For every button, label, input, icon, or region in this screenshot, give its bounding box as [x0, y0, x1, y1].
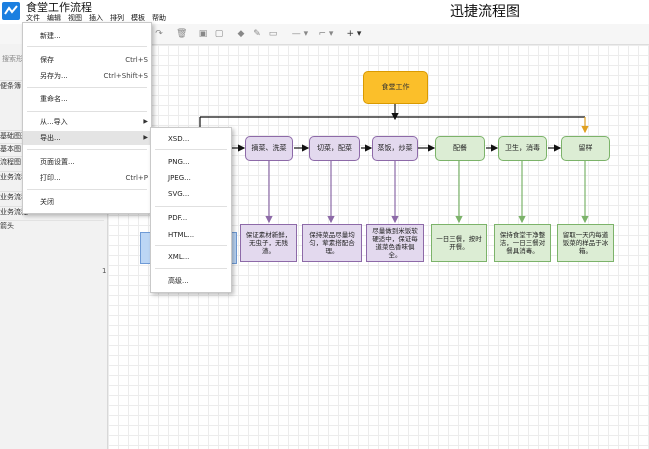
line-color-icon[interactable]: ✎	[253, 29, 261, 39]
ruler-marker: 1	[102, 267, 107, 275]
menu-item-label: 保存	[40, 56, 54, 64]
menu-item-close[interactable]: 关闭	[23, 195, 151, 209]
menu-item-label: 打印...	[40, 174, 61, 182]
menu-help[interactable]: 帮助	[152, 14, 166, 22]
step-node[interactable]: 配餐	[435, 136, 485, 161]
export-html[interactable]: HTML...	[151, 228, 231, 242]
menu-item-label: 新建...	[40, 32, 61, 40]
menu-item-label: 高级...	[168, 277, 189, 285]
menu-divider	[27, 189, 147, 190]
app-logo-icon	[2, 2, 20, 20]
menu-item-label: JPEG...	[168, 174, 191, 182]
shape-search-input[interactable]: 搜索形状	[2, 55, 30, 63]
menu-item-label: 另存为...	[40, 72, 68, 80]
title-bar: 食堂工作流程 迅捷流程图 文件 编辑 视图 插入 排列 模板 帮助	[0, 0, 649, 24]
menu-file[interactable]: 文件	[26, 14, 40, 22]
menu-divider	[155, 245, 227, 246]
export-submenu: XSD... PNG... JPEG... SVG... PDF... HTML…	[150, 127, 232, 293]
menu-item-save[interactable]: 保存 Ctrl+S	[23, 53, 151, 67]
menu-item-label: 页面设置...	[40, 158, 75, 166]
redo-icon[interactable]: ↷	[155, 29, 163, 39]
menu-item-label: 关闭	[40, 198, 54, 206]
description-box[interactable]: 保持食堂干净整洁，一日三餐对餐具消毒。	[494, 224, 551, 262]
file-menu: 新建... 保存 Ctrl+S 另存为... Ctrl+Shift+S 重命名...…	[22, 22, 152, 214]
root-node[interactable]: 食堂工作	[363, 71, 428, 104]
description-box[interactable]: 保证素材新鲜，无虫子，无残渣。	[240, 224, 297, 262]
menu-item-label: 重命名...	[40, 95, 68, 103]
export-jpeg[interactable]: JPEG...	[151, 171, 231, 185]
step-node[interactable]: 卫生，消毒	[498, 136, 547, 161]
toolbar: ↷ 🗑 ▣ ▢ ◆ ✎ ▭ — ▾ ⌐ ▾ + ▾	[0, 24, 649, 45]
menu-item-label: PDF...	[168, 214, 188, 222]
fill-color-icon[interactable]: ◆	[237, 29, 245, 39]
menu-item-page-setup[interactable]: 页面设置...	[23, 155, 151, 169]
menu-view[interactable]: 视图	[68, 14, 82, 22]
line-style-icon[interactable]: — ▾	[291, 29, 309, 39]
menu-item-shortcut: Ctrl+S	[125, 56, 148, 64]
document-title[interactable]: 食堂工作流程	[26, 1, 92, 14]
export-png[interactable]: PNG...	[151, 155, 231, 169]
export-xml[interactable]: XML...	[151, 250, 231, 264]
menu-divider	[155, 149, 227, 150]
menu-item-label: PNG...	[168, 158, 190, 166]
menu-bar: 文件 编辑 视图 插入 排列 模板 帮助	[26, 12, 173, 24]
step-node[interactable]: 切菜，配菜	[309, 136, 360, 161]
menu-item-export[interactable]: 导出... ▶	[23, 131, 151, 145]
menu-item-save-as[interactable]: 另存为... Ctrl+Shift+S	[23, 69, 151, 83]
description-box[interactable]: 保持菜品尽量均匀，荤素搭配合理。	[302, 224, 362, 262]
menu-insert[interactable]: 插入	[89, 14, 103, 22]
insert-plus-icon[interactable]: + ▾	[346, 29, 362, 39]
step-node[interactable]: 留样	[561, 136, 610, 161]
brand-text: 迅捷流程图	[450, 4, 520, 20]
step-node[interactable]: 蒸饭，炒菜	[372, 136, 418, 161]
menu-item-label: 导出...	[40, 134, 61, 142]
menu-arrange[interactable]: 排列	[110, 14, 124, 22]
menu-item-label: XSD...	[168, 135, 190, 143]
export-svg[interactable]: SVG...	[151, 187, 231, 201]
delete-icon[interactable]: 🗑	[176, 29, 188, 39]
description-box[interactable]: 一日三餐，按时开餐。	[431, 224, 487, 262]
submenu-arrow-icon: ▶	[143, 118, 148, 125]
sidebar-category[interactable]: 箭头	[0, 220, 104, 232]
menu-item-label: 从...导入	[40, 118, 68, 126]
menu-item-new[interactable]: 新建...	[23, 29, 151, 43]
menu-divider	[27, 87, 147, 88]
description-box[interactable]: 尽量做到米饭软硬适中，保证每道菜色香味俱全。	[366, 224, 424, 262]
shadow-icon[interactable]: ▭	[268, 29, 278, 39]
to-front-icon[interactable]: ▣	[198, 29, 208, 39]
export-pdf[interactable]: PDF...	[151, 211, 231, 225]
menu-divider	[27, 111, 147, 112]
menu-divider	[155, 268, 227, 269]
step-node[interactable]: 摘菜、洗菜	[245, 136, 293, 161]
description-box[interactable]: 留取一天内每道饭菜的样品于冰箱。	[557, 224, 614, 262]
menu-edit[interactable]: 编辑	[47, 14, 61, 22]
menu-divider	[155, 206, 227, 207]
menu-item-import[interactable]: 从...导入 ▶	[23, 115, 151, 129]
export-xsd[interactable]: XSD...	[151, 132, 231, 146]
menu-item-label: XML...	[168, 253, 190, 261]
menu-item-label: SVG...	[168, 190, 190, 198]
menu-divider	[27, 149, 147, 150]
submenu-arrow-icon: ▶	[143, 134, 148, 141]
menu-item-shortcut: Ctrl+P	[125, 174, 148, 182]
menu-item-shortcut: Ctrl+Shift+S	[103, 72, 148, 80]
export-advanced[interactable]: 高级...	[151, 274, 231, 288]
menu-item-label: HTML...	[168, 231, 195, 239]
to-back-icon[interactable]: ▢	[214, 29, 224, 39]
menu-divider	[27, 46, 147, 47]
menu-template[interactable]: 模板	[131, 14, 145, 22]
menu-item-rename[interactable]: 重命名...	[23, 92, 151, 106]
waypoint-icon[interactable]: ⌐ ▾	[318, 29, 334, 39]
menu-item-print[interactable]: 打印... Ctrl+P	[23, 171, 151, 185]
